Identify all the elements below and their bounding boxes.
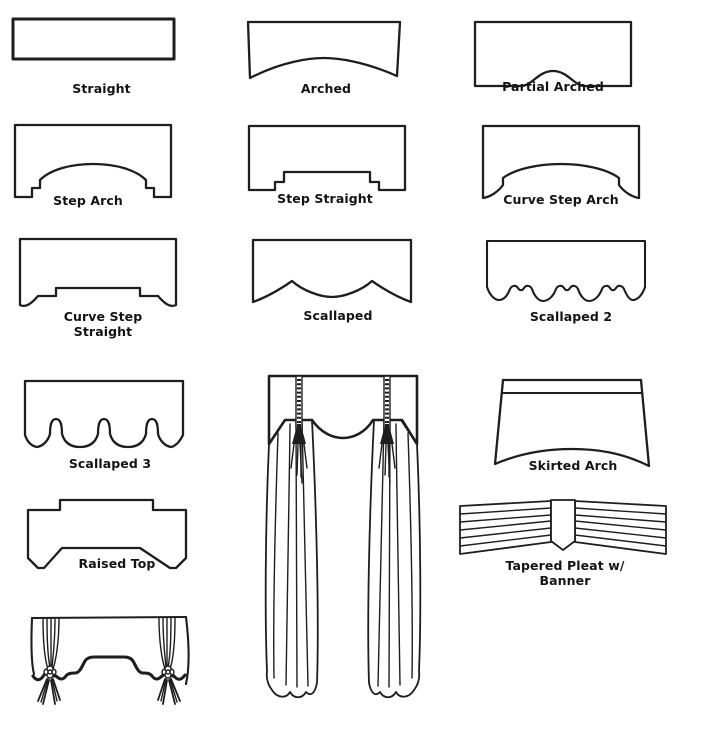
valance-style-label: Curve Step Arch [503,192,619,207]
beaded-swag-drapery [264,373,422,703]
scallaped-valance: Scallaped [251,238,413,323]
partial-arched-valance: Partial Arched [473,20,633,94]
tapered-pleat-with-banner-drawing [459,499,667,555]
tied-swag-valance [28,614,190,706]
beaded-swag-drapery-drawing [264,374,422,699]
raised-top-valance-drawing [26,498,188,570]
scallaped-2-valance: Scallaped 2 [485,239,647,324]
step-arch-valance-drawing [13,123,173,199]
curve-step-straight-valance: Curve Step Straight [18,237,178,338]
arched-valance: Arched [245,20,403,96]
skirted-arch-valance-drawing [493,378,651,468]
valance-style-label: Step Arch [53,193,123,208]
rosette-knot-right [161,665,175,679]
valance-style-label: Scallaped [303,308,373,323]
valance-style-label: Scallaped 2 [529,309,613,324]
valance-style-label: Arched [300,81,352,96]
raised-top-valance: Raised Top [26,498,188,571]
curve-step-straight-valance-drawing [18,237,178,307]
scallaped-2-valance-drawing [485,239,647,303]
valance-style-label: Curve Step Straight [63,309,143,339]
curve-step-arch-valance: Curve Step Arch [481,124,641,207]
valance-style-label: Raised Top [78,556,156,571]
tapered-pleat-with-banner-valance: Tapered Pleat w/ Banner [458,498,668,587]
scallaped-3-valance: Scallaped 3 [23,379,185,471]
scallaped-valance-drawing [251,238,413,304]
step-straight-valance-drawing [247,124,407,192]
valance-style-label: Partial Arched [502,79,604,94]
valance-style-label: Tapered Pleat w/ Banner [505,558,625,588]
valance-style-label: Scallaped 3 [68,456,152,471]
curve-step-arch-valance-drawing [481,124,641,200]
valance-style-label: Skirted Arch [528,458,618,473]
step-straight-valance: Step Straight [247,124,407,206]
scallaped-3-valance-drawing [23,379,185,449]
arched-valance-drawing [246,20,402,80]
valance-style-label: Step Straight [277,191,373,206]
valance-style-label: Straight [72,81,131,96]
rosette-knot-left [43,665,57,679]
straight-valance: Straight [11,17,176,96]
skirted-arch-valance: Skirted Arch [493,378,651,473]
step-arch-valance: Step Arch [13,123,173,208]
tied-swag-valance-drawing [30,615,190,705]
partial-arched-valance-drawing [473,20,633,88]
straight-valance-drawing [11,17,176,61]
